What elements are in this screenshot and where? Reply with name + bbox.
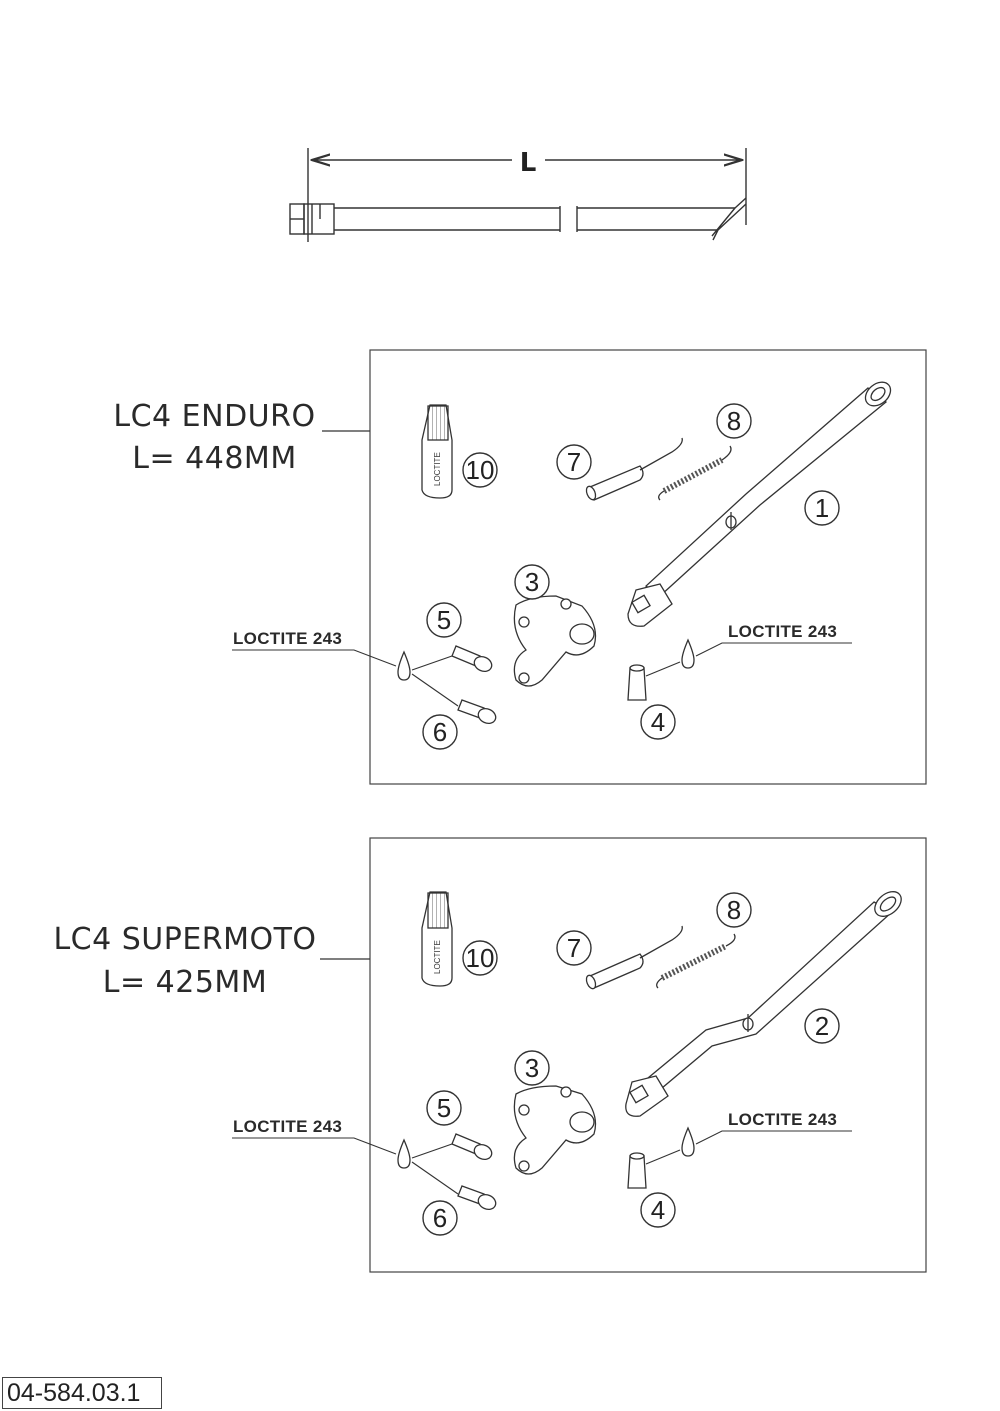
stud-4 <box>627 664 647 701</box>
callout-number: 6 <box>433 717 447 747</box>
callout-circle <box>462 940 498 976</box>
part-callouts-enduro: 1 3 4 5 6 7 8 10 <box>422 403 840 750</box>
part-callout-10: 10 <box>462 940 498 976</box>
panel-frame-enduro <box>369 349 927 785</box>
spring-sleeve <box>585 925 683 990</box>
callout-circle <box>462 452 498 488</box>
dimension-drawing <box>289 148 747 242</box>
side-stand <box>625 891 902 1117</box>
loctite-drop-left <box>397 650 411 681</box>
callout-number: 8 <box>727 895 741 925</box>
part-callout-7: 7 <box>556 444 592 480</box>
callout-circle <box>422 1200 458 1236</box>
callout-circle <box>716 403 752 439</box>
callout-circle <box>514 1050 550 1086</box>
callout-circle <box>640 1192 676 1228</box>
model-title-supermoto: LC4 SUPERMOTO <box>53 922 317 957</box>
part-callout-4: 4 <box>640 704 676 740</box>
part-callout-8: 8 <box>716 892 752 928</box>
callout-circle <box>556 444 592 480</box>
coil-spring <box>656 933 736 989</box>
part-callout-5: 5 <box>426 602 462 638</box>
callout-number: 4 <box>651 1195 665 1225</box>
mounting-bracket <box>513 1085 597 1175</box>
callout-number: 10 <box>466 455 495 485</box>
callout-circle <box>804 1008 840 1044</box>
callout-number: 6 <box>433 1203 447 1233</box>
part-callout-3: 3 <box>514 564 550 600</box>
callout-number: 10 <box>466 943 495 973</box>
part-callout-7: 7 <box>556 930 592 966</box>
callout-number: 4 <box>651 707 665 737</box>
callout-number: 3 <box>525 1053 539 1083</box>
screw-5 <box>451 645 493 673</box>
callout-number: 8 <box>727 406 741 436</box>
part-callout-6: 6 <box>422 714 458 750</box>
panel-enduro-parts: LOCTITE <box>232 381 892 750</box>
screw-5 <box>451 1133 493 1161</box>
part-callout-6: 6 <box>422 1200 458 1236</box>
spring-sleeve <box>585 437 683 501</box>
callout-circle <box>640 704 676 740</box>
callout-circle <box>514 564 550 600</box>
callout-number: 2 <box>815 1011 829 1041</box>
callout-number: 7 <box>567 933 581 963</box>
loctite-drop-right <box>681 1126 695 1157</box>
callout-number: 7 <box>567 447 581 477</box>
loctite-bottle: LOCTITE <box>421 404 453 499</box>
part-callout-3: 3 <box>514 1050 550 1086</box>
side-stand <box>627 381 892 627</box>
callout-circle <box>716 892 752 928</box>
document-number: 04-584.03.1 <box>2 1377 162 1409</box>
model-length-enduro: L= 448MM <box>132 441 297 476</box>
mounting-bracket <box>513 595 597 687</box>
callout-circle <box>426 1090 462 1126</box>
loctite-label-right-supermoto: LOCTITE 243 <box>728 1110 838 1129</box>
panel-supermoto-parts: LOCTITE <box>232 891 902 1236</box>
callout-circle <box>426 602 462 638</box>
callout-circle <box>804 490 840 526</box>
loctite-drop-right <box>681 638 695 669</box>
callout-number: 3 <box>525 567 539 597</box>
part-callout-4: 4 <box>640 1192 676 1228</box>
bottle-label: LOCTITE <box>433 940 442 974</box>
callout-number: 5 <box>437 1093 451 1123</box>
part-callout-10: 10 <box>462 452 498 488</box>
loctite-drop-left <box>397 1138 411 1169</box>
coil-spring <box>658 445 732 501</box>
loctite-label-right-enduro: LOCTITE 243 <box>728 622 838 641</box>
loctite-label-left-enduro: LOCTITE 243 <box>233 629 343 648</box>
stud-4 <box>627 1152 647 1189</box>
callout-circle <box>556 930 592 966</box>
screw-6 <box>457 1185 497 1211</box>
model-title-enduro: LC4 ENDURO <box>113 399 316 434</box>
screw-6 <box>457 699 497 725</box>
loctite-bottle: LOCTITE <box>421 891 453 987</box>
part-callout-5: 5 <box>426 1090 462 1126</box>
callout-number: 1 <box>815 493 829 523</box>
panel-frame-supermoto <box>369 837 927 1273</box>
part-callout-1: 1 <box>804 490 840 526</box>
part-callout-2: 2 <box>804 1008 840 1044</box>
part-callouts-supermoto: 2 3 4 5 6 7 8 10 <box>422 892 840 1236</box>
model-length-supermoto: L= 425MM <box>102 965 268 1000</box>
part-callout-8: 8 <box>716 403 752 439</box>
loctite-label-left-supermoto: LOCTITE 243 <box>233 1117 343 1136</box>
callout-circle <box>422 714 458 750</box>
dimension-label: L <box>520 148 537 178</box>
bottle-label: LOCTITE <box>433 452 442 486</box>
callout-number: 5 <box>437 605 451 635</box>
